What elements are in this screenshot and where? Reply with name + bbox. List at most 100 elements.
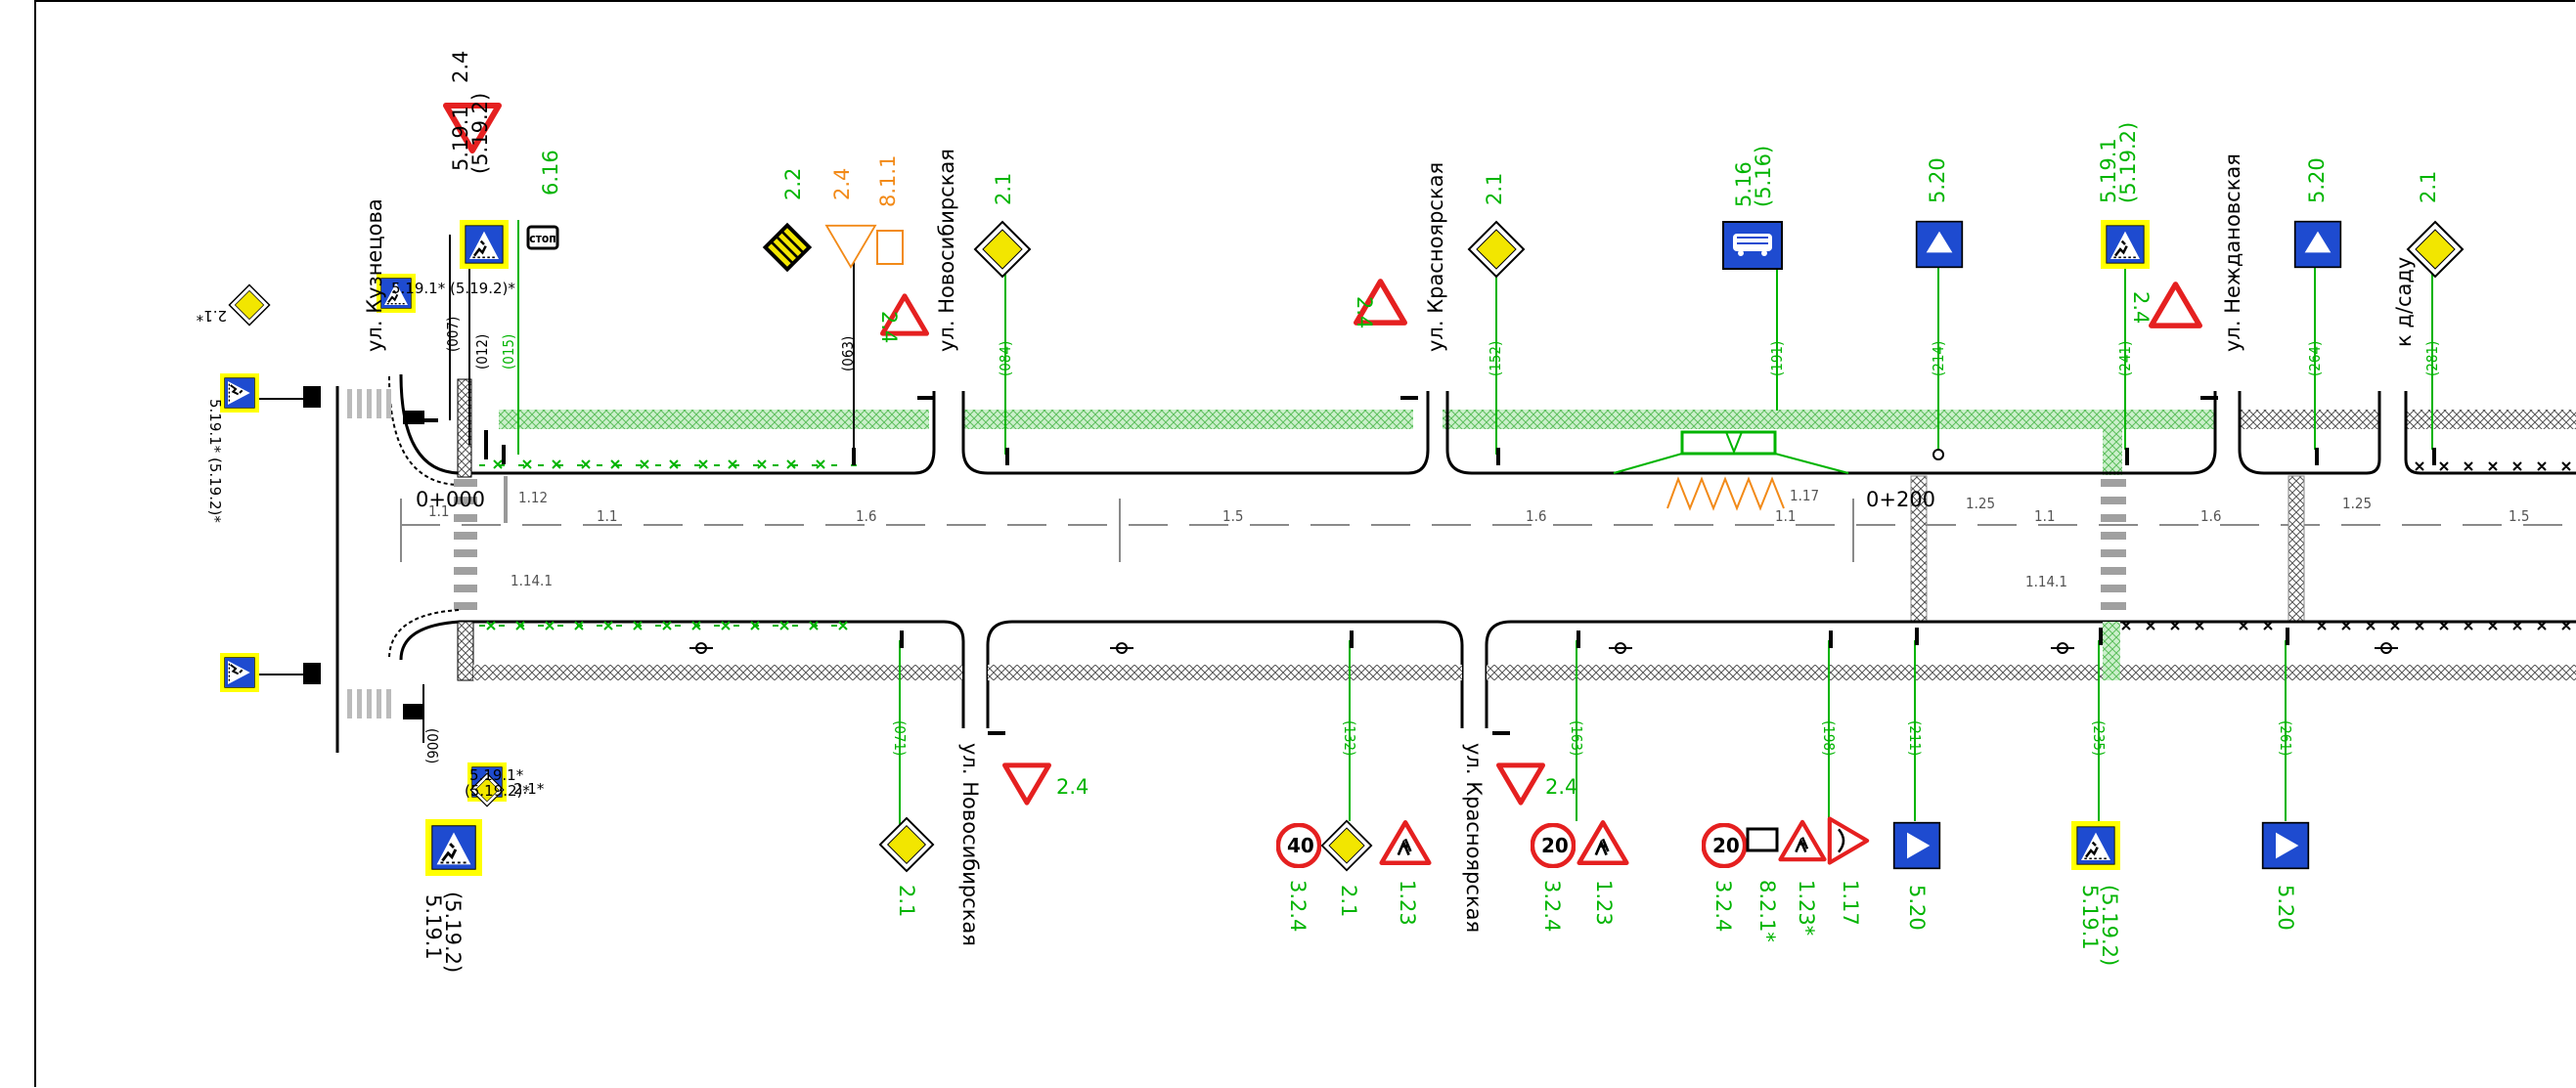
svg-text:(5.19.2): (5.19.2) — [2098, 885, 2121, 966]
svg-text:1.14.1: 1.14.1 — [511, 572, 553, 589]
svg-text:1.23: 1.23 — [1592, 880, 1616, 926]
picket-0: 0+000 — [416, 488, 485, 511]
stop-plate — [526, 225, 559, 250]
svg-text:5.19.1* (5.19.2)*: 5.19.1* (5.19.2)* — [391, 280, 515, 297]
street-kuznetsova: ул. Кузнецова — [363, 198, 386, 352]
children-sign — [1579, 822, 1627, 862]
svg-text:2.4: 2.4 — [830, 168, 854, 200]
svg-text:5.19.1: 5.19.1 — [2078, 885, 2102, 950]
svg-text:20: 20 — [1541, 834, 1569, 857]
svg-text:(152): (152) — [1487, 341, 1504, 376]
zigzag-marking — [1666, 476, 1785, 511]
speed-hump-sign — [1915, 220, 1964, 269]
svg-text:1.12: 1.12 — [518, 489, 548, 506]
svg-text:стоп: стоп — [529, 232, 556, 245]
street-novosibirskaya: ул. Новосибирская — [935, 149, 958, 352]
svg-text:(015): (015) — [500, 334, 517, 370]
fence-top — [493, 459, 825, 469]
svg-text:1.23*: 1.23* — [1795, 880, 1818, 936]
svg-text:(006): (006) — [423, 728, 441, 763]
sidewalk-top — [499, 410, 929, 429]
sidewalk-top — [1443, 410, 2215, 429]
street-krasnoyarskaya: ул. Красноярская — [1424, 162, 1447, 352]
svg-text:(214): (214) — [1930, 341, 1947, 376]
svg-text:(235): (235) — [2090, 720, 2108, 756]
sidewalk-top — [963, 410, 1413, 429]
svg-text:(281): (281) — [2423, 341, 2441, 376]
main-road-sign — [1468, 221, 1525, 278]
svg-text:1.6: 1.6 — [856, 507, 876, 525]
svg-text:2.1: 2.1 — [992, 173, 1015, 205]
zebra-left — [454, 479, 477, 610]
svg-text:(5.19.2)*: (5.19.2)* — [465, 782, 530, 800]
crosswalk-green — [2103, 410, 2122, 475]
sign-posts — [422, 396, 2436, 735]
svg-text:1.5: 1.5 — [1222, 507, 1243, 525]
street-krasnoyarskaya-bottom: ул. Красноярская — [1462, 743, 1486, 933]
svg-text:1.17: 1.17 — [1790, 487, 1819, 504]
yield-sign — [1499, 765, 1543, 803]
lamp-posts — [689, 642, 2398, 654]
speed-hump-sign — [2293, 220, 2342, 269]
svg-text:3.2.4: 3.2.4 — [1286, 880, 1310, 932]
crosswalk-sign — [220, 653, 259, 692]
svg-text:6.16: 6.16 — [539, 150, 562, 196]
to-garden-label: к д/саду — [2392, 257, 2416, 347]
svg-text:1.1: 1.1 — [2034, 507, 2055, 525]
svg-text:5.20: 5.20 — [1905, 885, 1929, 931]
svg-text:5.20: 5.20 — [2274, 885, 2297, 931]
svg-text:(261): (261) — [2277, 720, 2294, 756]
svg-text:1.1: 1.1 — [428, 502, 449, 520]
hump-warning-sign — [1830, 819, 1867, 863]
speed-hump-sign — [2261, 821, 2310, 870]
svg-text:(071): (071) — [891, 720, 909, 756]
svg-text:5.20: 5.20 — [1926, 157, 1949, 203]
sidewalk-bottom — [988, 665, 1462, 680]
svg-text:5.19.1: 5.19.1 — [449, 106, 472, 171]
svg-text:2.2: 2.2 — [781, 168, 805, 200]
svg-text:2.4: 2.4 — [2129, 291, 2153, 324]
main-road-sign — [228, 283, 271, 326]
svg-text:(084): (084) — [997, 341, 1014, 376]
svg-text:2.1: 2.1 — [1337, 885, 1360, 917]
crosswalk-sign — [2101, 220, 2150, 269]
main-road-sign — [2407, 221, 2464, 278]
distance-plate-planned — [876, 230, 904, 265]
speed-hump-sign — [1892, 821, 1941, 870]
svg-text:5.19.1: 5.19.1 — [422, 894, 445, 960]
yield-sign — [1005, 765, 1049, 803]
bus-pavilion — [1680, 430, 1777, 456]
svg-text:(5.19.2): (5.19.2) — [2116, 122, 2140, 203]
svg-text:2.4: 2.4 — [1545, 775, 1577, 799]
svg-text:5.19.1* (5.19.2)*: 5.19.1* (5.19.2)* — [206, 399, 224, 523]
svg-text:(012): (012) — [473, 334, 491, 370]
svg-text:(007): (007) — [444, 317, 462, 352]
sidewalk-bottom — [473, 665, 962, 680]
svg-text:2.4: 2.4 — [449, 51, 472, 83]
svg-text:(191): (191) — [1768, 341, 1786, 376]
svg-text:(5.19.2): (5.19.2) — [441, 892, 465, 973]
svg-text:2.4: 2.4 — [877, 311, 901, 343]
svg-text:2.4: 2.4 — [1353, 296, 1376, 328]
sidewalk-top — [2406, 410, 2576, 429]
svg-text:(163): (163) — [1568, 720, 1585, 756]
svg-text:8.1.1: 8.1.1 — [876, 155, 900, 207]
crosswalk-sign — [460, 220, 509, 269]
crosswalk-sign — [220, 373, 259, 413]
street-nezhdanovskaya: ул. Неждановская — [2221, 153, 2244, 352]
frame-border — [34, 0, 2575, 1087]
svg-text:(063): (063) — [839, 336, 857, 371]
svg-text:3.2.4: 3.2.4 — [1711, 880, 1735, 932]
svg-text:2.4: 2.4 — [1056, 775, 1088, 799]
fence-top-right — [2415, 461, 2571, 471]
hump-marking — [2287, 475, 2305, 624]
svg-text:2.1*: 2.1* — [513, 780, 545, 798]
zebra-right — [2101, 479, 2126, 610]
svg-text:40: 40 — [1287, 834, 1314, 857]
svg-text:(211): (211) — [1906, 720, 1924, 756]
svg-text:1.25: 1.25 — [1966, 495, 1995, 512]
svg-text:1.25: 1.25 — [2342, 495, 2372, 512]
children-sign — [1781, 822, 1825, 859]
svg-text:1.1: 1.1 — [597, 507, 617, 525]
